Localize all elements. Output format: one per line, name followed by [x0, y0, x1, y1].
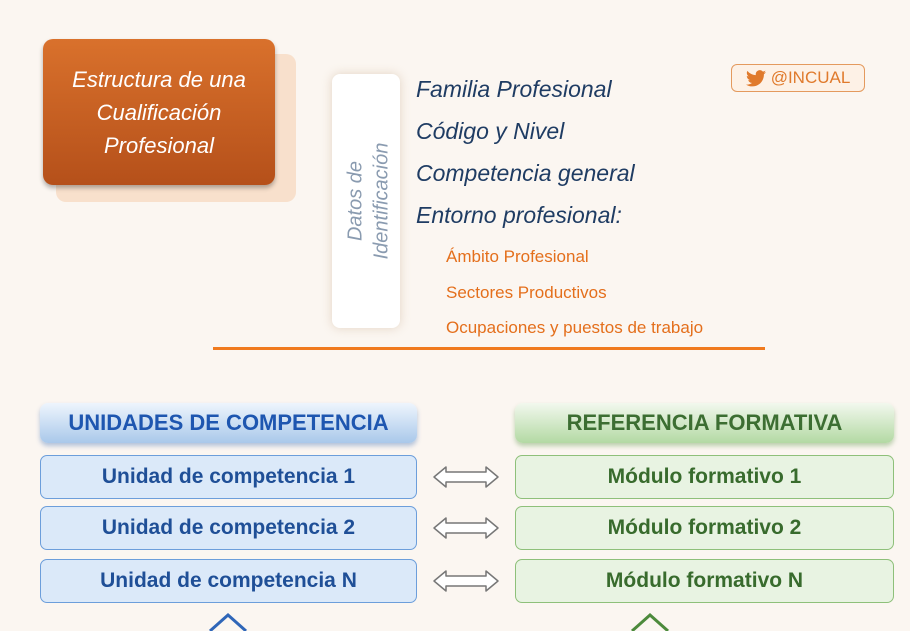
- modulo-formativo-1: Módulo formativo 1: [515, 455, 894, 499]
- unidad-competencia-1: Unidad de competencia 1: [40, 455, 417, 499]
- subfield-ocupaciones: Ocupaciones y puestos de trabajo: [446, 318, 704, 337]
- field-entorno-profesional: Entorno profesional:: [416, 202, 622, 228]
- subfield-sectores-productivos: Sectores Productivos: [446, 283, 607, 302]
- unidad-competencia-2: Unidad de competencia 2: [40, 506, 417, 550]
- title-line-1: Estructura de una: [72, 66, 246, 92]
- twitter-badge[interactable]: @INCUAL: [731, 64, 865, 92]
- field-codigo-nivel: Código y Nivel: [416, 118, 565, 144]
- title-line-3: Profesional: [103, 132, 215, 158]
- identification-label-card: [332, 74, 400, 328]
- identification-label: Datos de Identificación: [342, 143, 394, 260]
- double-arrow-icon: [433, 570, 499, 592]
- twitter-bird-icon: [745, 69, 766, 86]
- title-card: Estructura de una Cualificación Profesio…: [43, 39, 275, 185]
- unidad-competencia-n: Unidad de competencia N: [40, 559, 417, 603]
- subfield-ambito-profesional: Ámbito Profesional: [446, 247, 589, 266]
- up-caret-icon: [209, 612, 247, 631]
- modulo-formativo-2: Módulo formativo 2: [515, 506, 894, 550]
- twitter-handle: @INCUAL: [770, 68, 851, 87]
- header-referencia-formativa: REFERENCIA FORMATIVA: [515, 403, 894, 443]
- header-unidades-competencia: UNIDADES DE COMPETENCIA: [40, 403, 417, 443]
- identification-label-line-2: Identificación: [370, 142, 392, 260]
- title-line-2: Cualificación: [96, 99, 222, 125]
- modulo-formativo-n: Módulo formativo N: [515, 559, 894, 603]
- double-arrow-icon: [433, 466, 499, 488]
- field-familia-profesional: Familia Profesional: [416, 76, 612, 102]
- section-divider: [213, 347, 765, 350]
- double-arrow-icon: [433, 517, 499, 539]
- identification-label-line-1: Datos de: [344, 160, 366, 242]
- field-competencia-general: Competencia general: [416, 160, 635, 186]
- up-caret-icon: [631, 612, 669, 631]
